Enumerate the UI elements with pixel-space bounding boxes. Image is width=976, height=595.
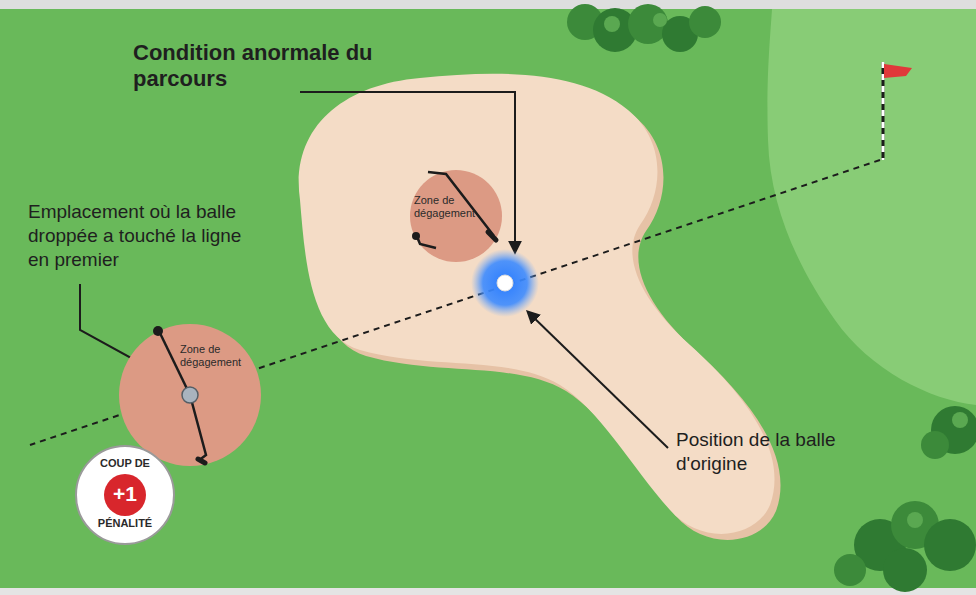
- penalty-badge: COUP DE +1PÉNALITÉ: [75, 445, 175, 545]
- badge-core: [104, 474, 146, 516]
- page-edge: [0, 0, 976, 9]
- page-edge: [0, 588, 976, 595]
- putting-green: [767, 9, 976, 405]
- club-head: [198, 459, 205, 463]
- club-head: [412, 232, 420, 240]
- tree-cluster: [921, 406, 976, 459]
- node-text: PÉNALITÉ: [85, 517, 165, 530]
- leader-line: [528, 312, 668, 448]
- node-text: COUP DE: [85, 457, 165, 470]
- club-head: [488, 232, 496, 240]
- callout-text: Emplacement où la balle droppée a touché…: [28, 200, 243, 271]
- callout-text: Position de la balle d'origine: [676, 428, 866, 476]
- callout-title: Condition anormale du parcours: [133, 40, 373, 93]
- flag: [884, 64, 912, 78]
- node-text: Zone de dégagement: [180, 343, 258, 368]
- node-text: Zone de dégagement: [414, 194, 480, 219]
- badge-disc: [76, 446, 174, 544]
- golf-ball: [497, 275, 513, 291]
- relief-area: [410, 170, 502, 262]
- tree-cluster: [567, 4, 721, 52]
- club-head: [153, 326, 163, 336]
- relief-zone: Zone de dégagement: [408, 168, 504, 264]
- relief-area: [119, 324, 261, 466]
- abnormal-condition: [471, 249, 539, 317]
- dropped-ball: [182, 387, 198, 403]
- club-marker: [190, 395, 206, 461]
- relief-zone: Zone de dégagement: [118, 323, 262, 467]
- node-text: +1: [105, 482, 145, 506]
- tree-cluster: [834, 501, 976, 592]
